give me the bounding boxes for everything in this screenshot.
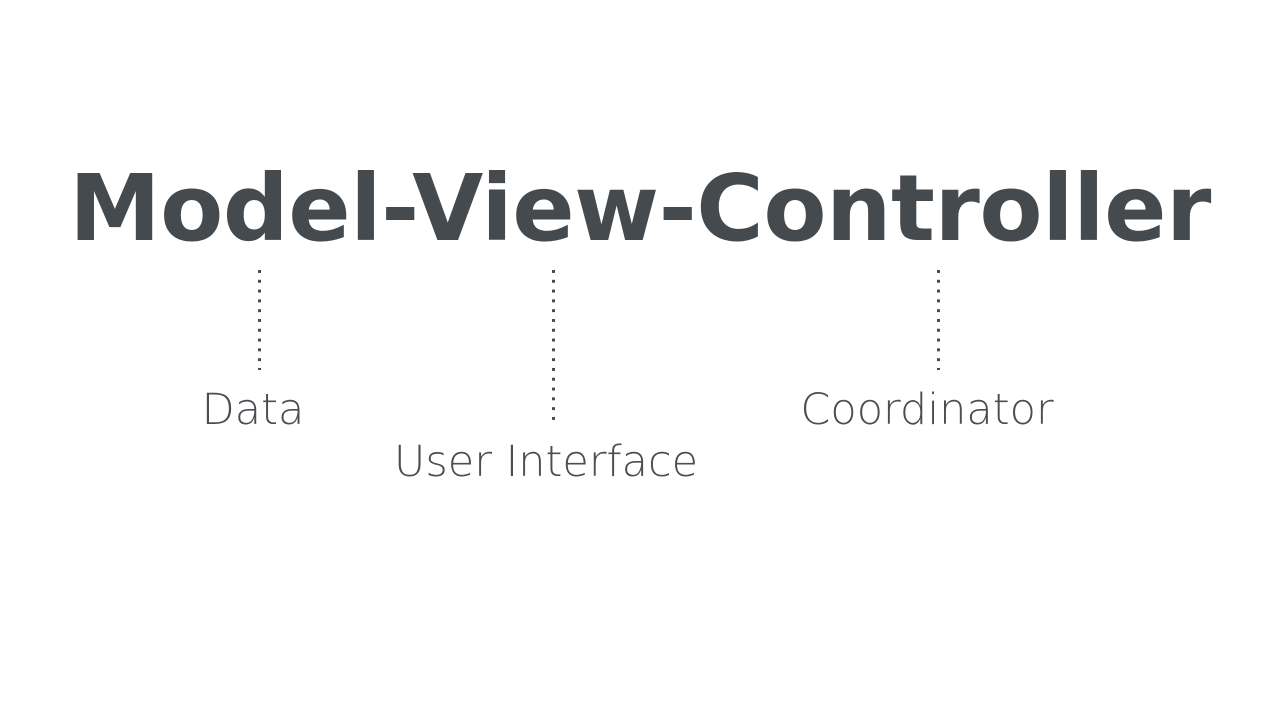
page-title: Model-View-Controller [69,155,1211,262]
callout-label-model: Data [201,385,305,435]
leader-line-view [552,270,555,420]
leader-line-model [258,270,261,370]
leader-line-controller [937,270,940,370]
callout-label-view: User Interface [393,437,699,487]
callout-label-controller: Coordinator [800,385,1054,435]
